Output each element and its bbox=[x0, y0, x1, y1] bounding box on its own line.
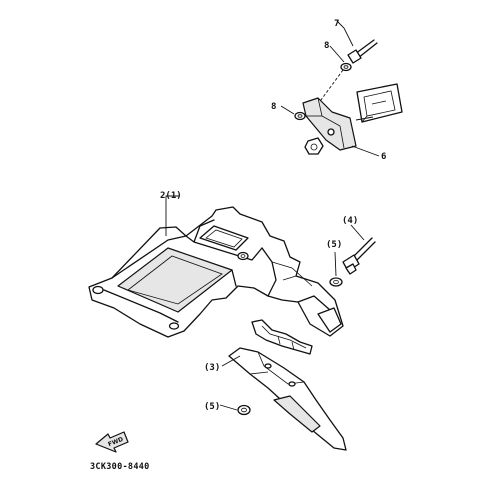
bracket-6 bbox=[302, 97, 374, 151]
screw-7 bbox=[347, 39, 378, 64]
callout-part-8-lower: 8 bbox=[271, 102, 276, 112]
washer-8-lower bbox=[294, 111, 306, 121]
bolt-4 bbox=[342, 237, 376, 275]
washer-5-upper bbox=[329, 277, 343, 287]
mud-flap-3 bbox=[228, 347, 347, 451]
callout-part-5-lower: (5) bbox=[204, 402, 220, 412]
license-light-assembly bbox=[294, 39, 403, 155]
nut bbox=[304, 137, 324, 155]
drawing-code: 3CK300-8440 bbox=[90, 462, 150, 472]
callout-part-6: 6 bbox=[381, 152, 386, 162]
fwd-arrow-icon: FWD bbox=[95, 431, 129, 453]
rear-fender-2 bbox=[88, 206, 344, 338]
callout-part-7: 7 bbox=[334, 19, 339, 29]
callout-part-2: 2(1) bbox=[160, 191, 182, 201]
leader-lines bbox=[165, 20, 365, 411]
callout-part-3: (3) bbox=[204, 363, 220, 373]
callout-part-5-upper: (5) bbox=[326, 240, 342, 250]
washer-5-lower bbox=[237, 404, 251, 416]
license-lamp bbox=[356, 83, 403, 123]
callout-part-4: (4) bbox=[342, 216, 358, 226]
washer-8-upper bbox=[340, 62, 352, 72]
clip-bracket bbox=[251, 319, 313, 355]
callout-part-8-upper: 8 bbox=[324, 41, 329, 51]
